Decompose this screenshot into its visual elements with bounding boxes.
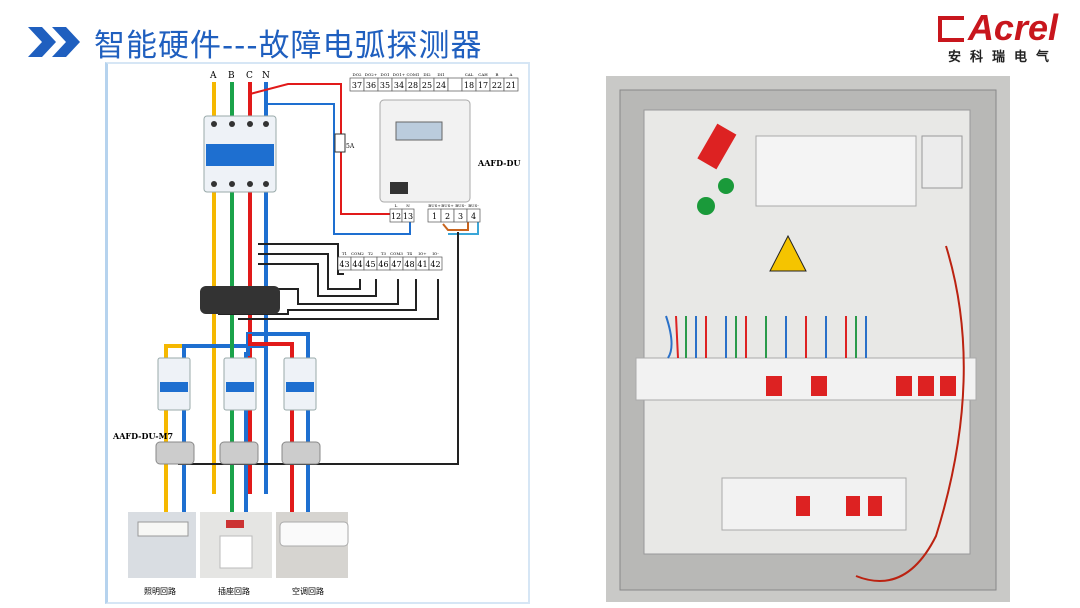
terminal-number: 35 [380, 81, 390, 90]
terminal-number: 42 [430, 260, 440, 269]
phase-label-c: C [246, 71, 253, 81]
acrel-logo: Acrel 安科瑞电气 [937, 7, 1058, 65]
terminal-label: IO+ [418, 251, 426, 256]
terminal-number: 45 [365, 260, 375, 269]
terminal-number: 22 [492, 81, 502, 90]
terminal-number: 12 [391, 212, 401, 221]
terminal-label: DO2 [352, 72, 361, 77]
terminal-number: 18 [464, 81, 474, 90]
double-chevron-right-icon [26, 25, 86, 59]
sensor-label: AAFD-DU-M7 [112, 431, 173, 441]
terminal-number: 43 [339, 260, 349, 269]
wall-socket-image [200, 512, 272, 578]
slide-title: 智能硬件---故障电弧探测器 [26, 20, 483, 64]
terminal [447, 77, 463, 92]
arc-sensor-module [200, 286, 280, 314]
terminal-label: DI1 [437, 72, 444, 77]
terminal-number: 47 [391, 260, 401, 269]
terminal-number: 2 [445, 212, 450, 221]
terminal-number: 46 [378, 260, 388, 269]
ceiling-light-image [128, 512, 196, 578]
terminal-number: 37 [352, 81, 362, 90]
terminal-number: 13 [403, 212, 413, 221]
arc-sensor-socket [219, 441, 259, 465]
terminal-label: COM2 [351, 251, 364, 256]
arc-sensor-lighting [155, 441, 195, 465]
terminal-label: CAH [478, 72, 488, 77]
load-label-lighting: 照明回路 [144, 586, 176, 596]
terminal [503, 77, 519, 92]
terminal-label: COM3 [390, 251, 403, 256]
main-breaker [203, 115, 277, 193]
terminal-label: CAL [465, 72, 474, 77]
terminal-number: 21 [506, 81, 516, 90]
terminal-label: DI2 [423, 72, 431, 77]
terminal [428, 256, 443, 271]
terminal-label: BUS+ [428, 203, 440, 208]
terminal-number: 36 [366, 81, 376, 90]
terminal-label: BUS- [455, 203, 466, 208]
terminal-number: 28 [408, 81, 418, 90]
air-conditioner-image [276, 512, 349, 578]
aafd-du-device [379, 99, 471, 203]
terminal-label: IO- [432, 251, 439, 256]
arc-sensor-ac [281, 441, 321, 465]
terminal-number: 25 [422, 81, 432, 90]
phase-label-b: B [228, 71, 235, 81]
distribution-cabinet-photo [606, 76, 1010, 602]
terminal-number: 17 [478, 81, 488, 90]
terminal-label: BUS- [468, 203, 479, 208]
phase-label-a: A [209, 71, 217, 81]
terminal-label: COM1 [407, 72, 420, 77]
terminal-label: T4 [407, 251, 413, 256]
terminal-number: 34 [394, 81, 404, 90]
terminal-label: DO1 [380, 72, 389, 77]
fuse-label: 5A [346, 143, 355, 150]
terminal-label: B [496, 72, 499, 77]
terminal-label: N [406, 203, 410, 208]
terminal [401, 208, 415, 223]
slide-title-text: 智能硬件---故障电弧探测器 [94, 27, 483, 64]
terminal-label: DO2+ [365, 72, 377, 77]
terminal-number: 24 [436, 81, 446, 90]
terminal-number: 41 [417, 260, 427, 269]
terminal-number: 4 [471, 212, 476, 221]
terminal-label: L [395, 203, 398, 208]
terminal-label: DO1+ [393, 72, 405, 77]
phase-label-n: N [262, 71, 270, 81]
terminal-number: 1 [432, 212, 437, 221]
load-label-socket: 插座回路 [218, 586, 250, 596]
terminal [466, 208, 481, 223]
logo-subtitle: 安科瑞电气 [947, 50, 1058, 65]
device-label: AAFD-DU [477, 158, 520, 168]
terminal-label: A [509, 72, 513, 77]
terminal-label: T1 [342, 251, 347, 256]
wiring-diagram: 5A A B C N AAFD-DU AAFD-DU-M7 37 DO2 36 DO2… [105, 62, 530, 604]
logo-word: Acrel [967, 7, 1058, 48]
terminal-label: BUS+ [441, 203, 453, 208]
terminal-label: T2 [368, 251, 374, 256]
terminal-number: 3 [458, 212, 463, 221]
terminal-label: T3 [381, 251, 387, 256]
load-label-ac: 空调回路 [292, 586, 324, 596]
terminal-number: 48 [404, 260, 414, 269]
terminal-number: 44 [352, 260, 362, 269]
